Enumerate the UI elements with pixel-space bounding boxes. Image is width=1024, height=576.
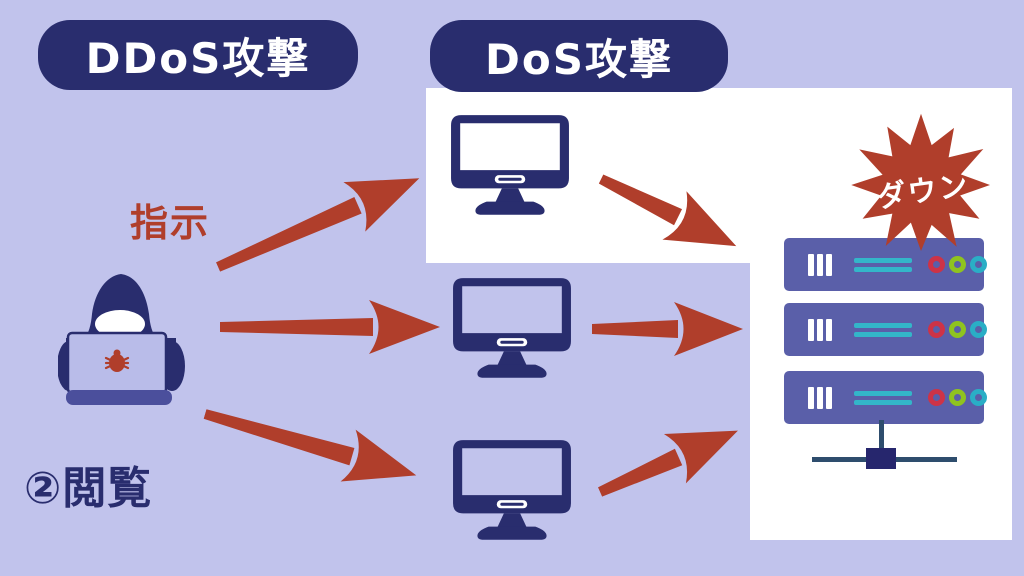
server-vent-bars	[808, 318, 832, 341]
ddos-attack-label: DDoS攻撃	[85, 33, 311, 83]
dos-attack-label: DoS攻撃	[485, 34, 673, 84]
down-starburst-icon	[851, 113, 990, 251]
arrow-computer-3-to-server	[589, 405, 751, 518]
server-led-lights	[928, 389, 987, 406]
led-teal-icon	[970, 389, 987, 406]
led-teal-icon	[970, 321, 987, 338]
dos-attack-badge: DoS攻撃	[430, 20, 728, 92]
computer-monitor-2-icon	[453, 278, 571, 378]
led-red-icon	[928, 389, 945, 406]
server-vent-bars	[808, 386, 832, 409]
hacker-at-laptop-icon	[58, 274, 185, 405]
computer-monitor-1-icon	[451, 115, 569, 215]
arrow-computer-2-to-server	[592, 301, 744, 357]
led-red-icon	[928, 256, 945, 273]
server-vent-bars	[808, 253, 832, 276]
led-green-icon	[949, 256, 966, 273]
arrow-hacker-to-computer-2	[220, 299, 441, 355]
server-unit-2-icon	[784, 303, 987, 356]
server-slot-lines	[854, 390, 912, 405]
arrow-hacker-to-computer-3	[197, 387, 425, 502]
server-led-lights	[928, 256, 987, 273]
computer-monitor-3-icon	[453, 440, 571, 540]
ddos-attack-badge: DDoS攻撃	[38, 20, 358, 90]
led-green-icon	[949, 321, 966, 338]
led-red-icon	[928, 321, 945, 338]
server-unit-1-icon	[784, 238, 987, 291]
led-green-icon	[949, 389, 966, 406]
arrow-computer-1-to-server	[589, 154, 750, 272]
bug-icon	[104, 349, 130, 372]
server-unit-3-icon	[784, 371, 987, 424]
server-led-lights	[928, 321, 987, 338]
server-slot-lines	[854, 322, 912, 337]
server-slot-lines	[854, 257, 912, 272]
instruction-label: 指示	[130, 201, 211, 245]
arrow-hacker-to-computer-1	[207, 152, 432, 292]
network-connector-icon	[812, 420, 957, 469]
browse-step-label: ②閲覧	[24, 463, 153, 514]
led-teal-icon	[970, 256, 987, 273]
